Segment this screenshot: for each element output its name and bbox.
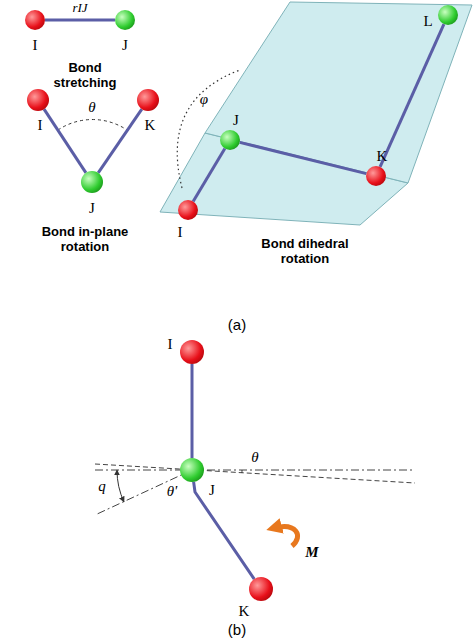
reference-line <box>95 470 415 471</box>
symbol-label: q <box>98 478 106 495</box>
atom: J <box>115 10 135 30</box>
atom: J <box>180 458 204 482</box>
bond-line <box>191 364 194 458</box>
bond-line <box>98 109 142 173</box>
atom-label: J <box>233 112 239 129</box>
symbol-label: (b) <box>228 621 246 638</box>
caption-text: Bond dihedral rotation <box>245 237 365 267</box>
atom: J <box>81 171 103 193</box>
atom-label: I <box>38 117 43 134</box>
symbol-label: φ <box>200 91 208 108</box>
atom-label: I <box>178 224 183 241</box>
atom: K <box>366 166 386 186</box>
bond-line <box>380 24 444 167</box>
symbol-label: θ' <box>167 483 178 500</box>
atom-label: I <box>33 37 38 54</box>
atom-label: J <box>209 482 215 499</box>
atom: K <box>249 577 273 601</box>
bond-line <box>45 19 115 22</box>
atom: J <box>220 130 240 150</box>
reference-line <box>95 470 192 515</box>
atom-label: I <box>168 336 173 353</box>
bond-line <box>44 109 86 173</box>
moment-arrow <box>274 527 298 546</box>
bond-line <box>193 149 225 202</box>
atom-label: K <box>239 603 250 620</box>
atom: I <box>25 10 45 30</box>
symbol-label: θ <box>251 449 258 466</box>
atom: I <box>178 200 198 220</box>
reference-line <box>95 464 415 483</box>
atom: I <box>180 340 204 364</box>
bond-line <box>194 482 255 579</box>
atom: K <box>137 89 159 111</box>
atom-label: J <box>122 37 128 54</box>
caption-text: Bond in-plane rotation <box>29 225 141 255</box>
atom-label: J <box>89 200 95 217</box>
bond-length-label: rIJ <box>70 0 89 16</box>
angle-arc <box>58 120 127 130</box>
symbol-label: (a) <box>228 316 246 333</box>
upper-plane <box>205 2 472 183</box>
q-arc <box>117 470 124 502</box>
atom: L <box>438 5 458 25</box>
dihedral-arc <box>177 70 240 188</box>
atom-label: L <box>423 13 432 30</box>
angle-arc <box>241 470 242 473</box>
atom: I <box>27 89 49 111</box>
atom-label: K <box>145 117 156 134</box>
symbol-label: θ <box>88 99 95 116</box>
bond-line <box>240 142 367 173</box>
caption-text: Bond stretching <box>45 61 125 91</box>
symbol-label: M <box>305 544 318 561</box>
atom-label: K <box>377 148 388 165</box>
